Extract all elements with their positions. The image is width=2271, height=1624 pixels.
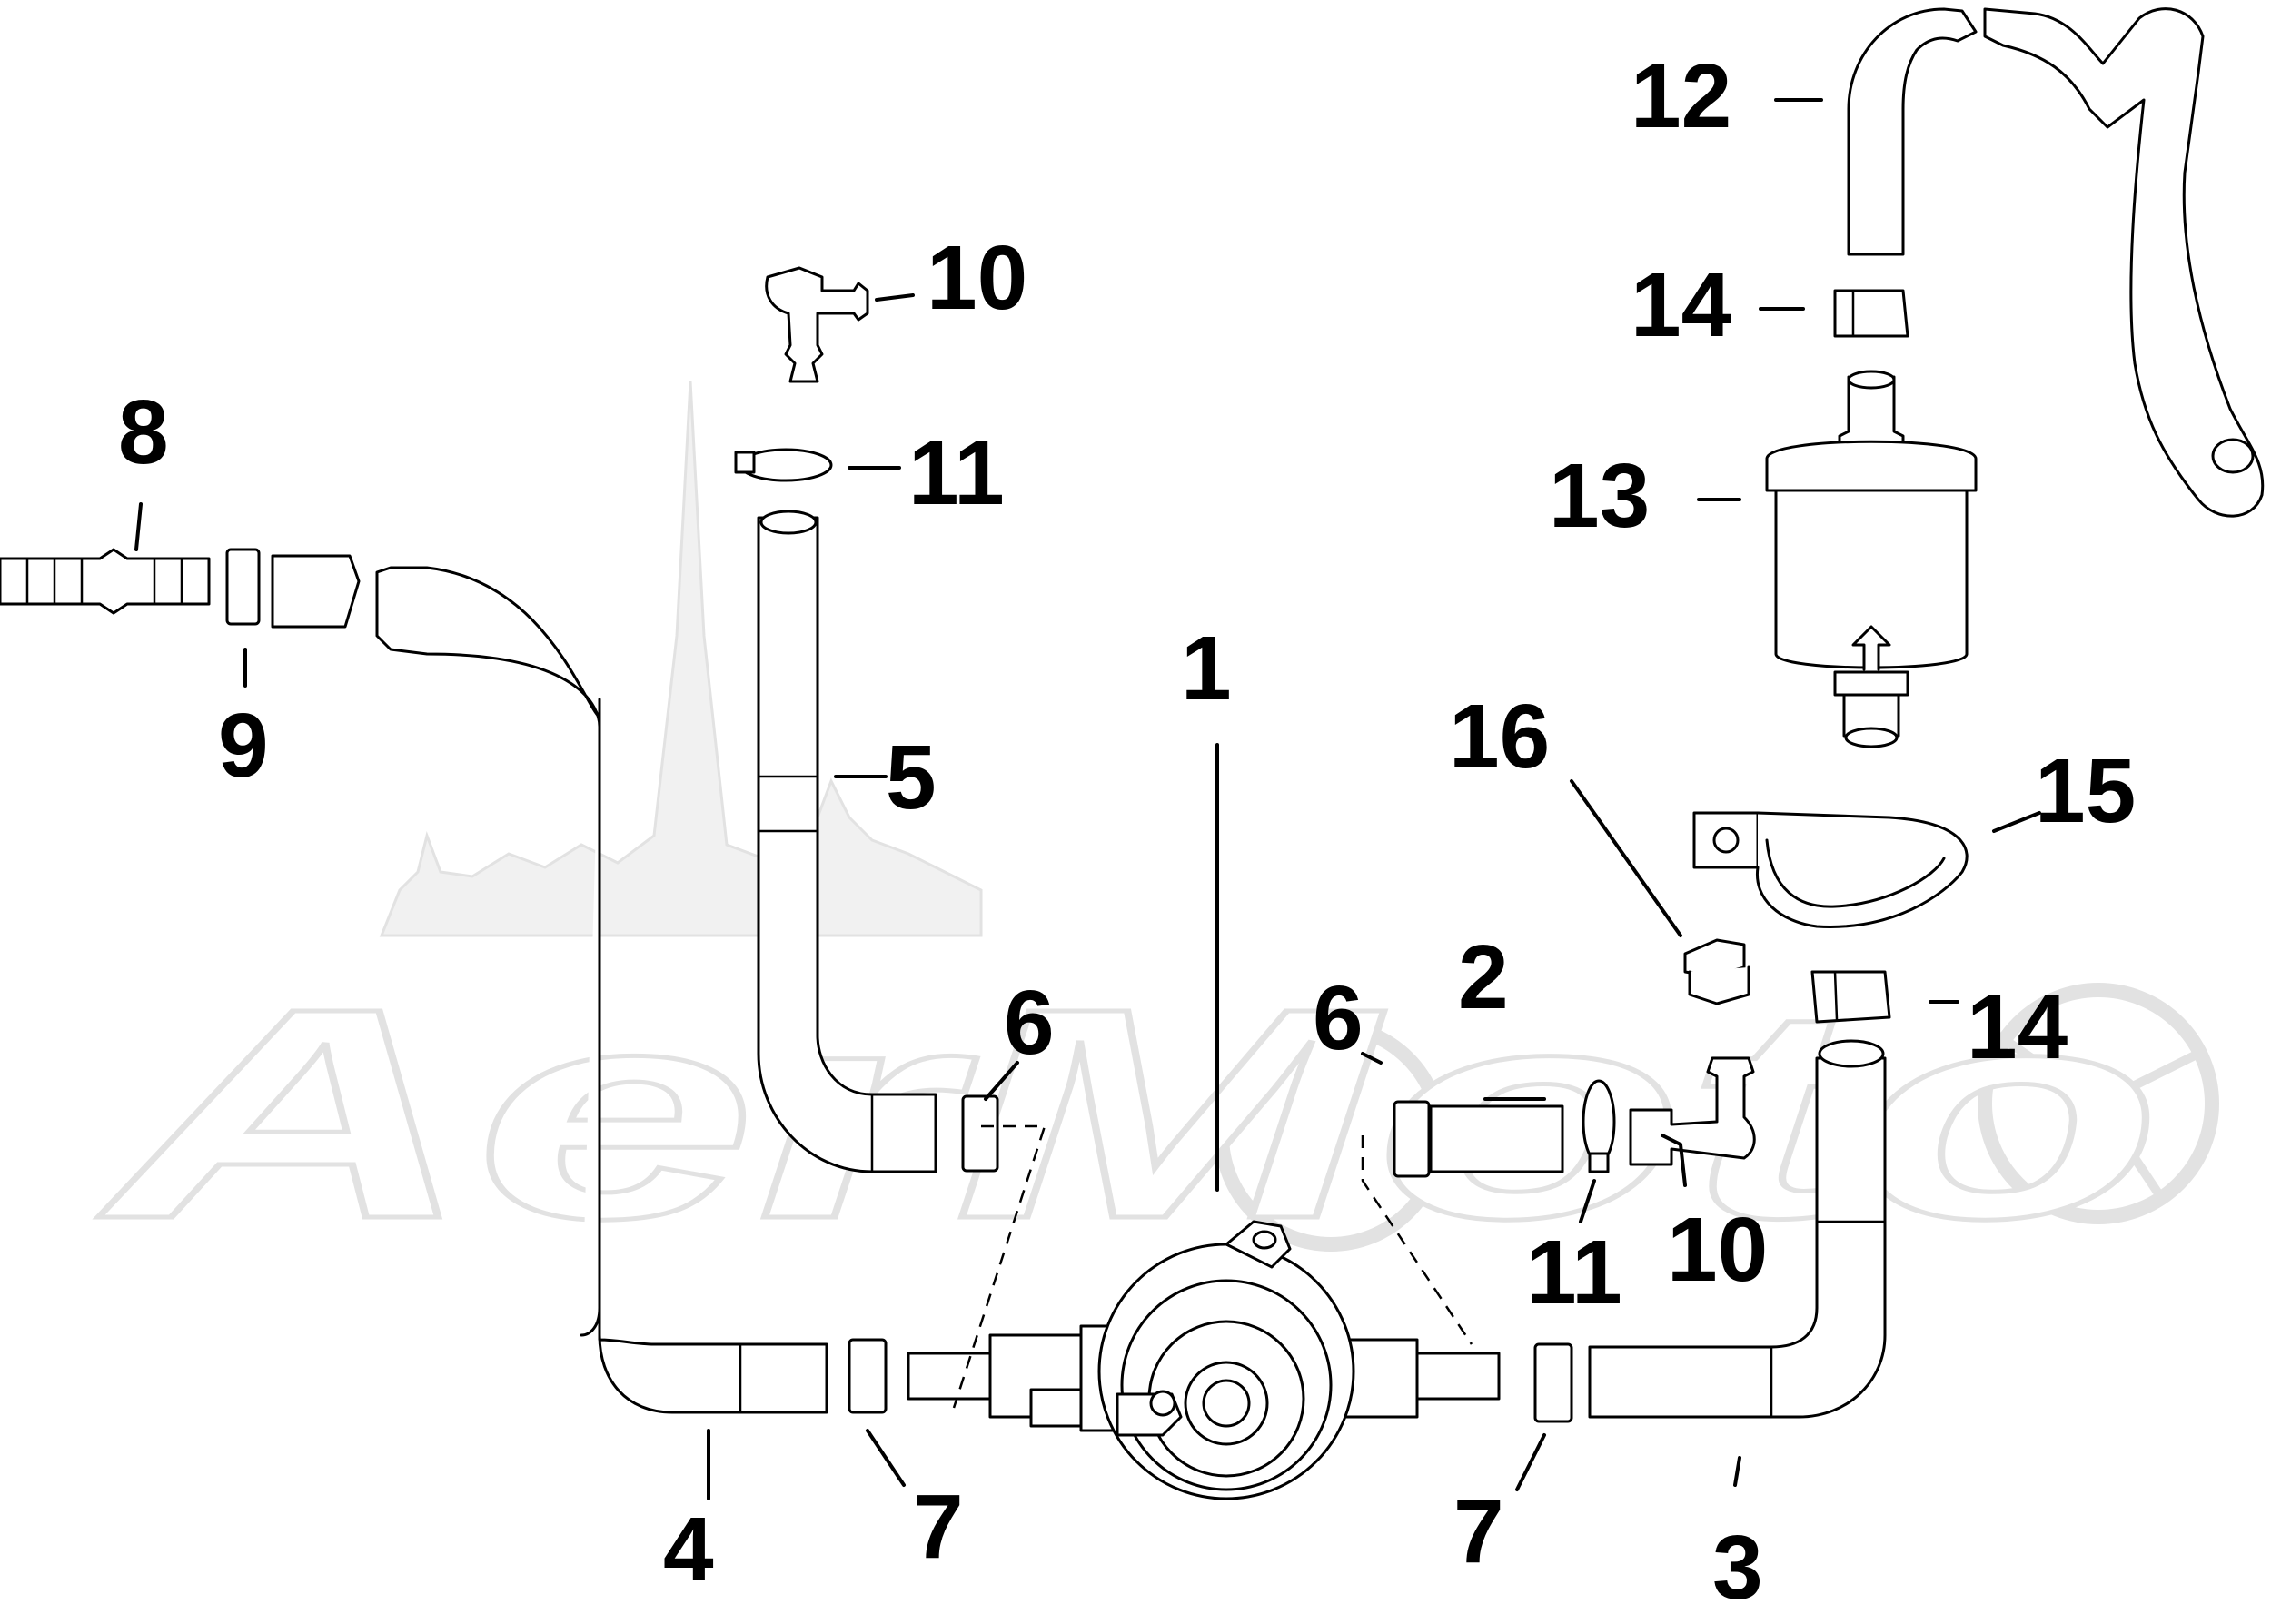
part-4-hose (271, 554, 828, 1414)
callout-13: 13 (1549, 445, 1650, 547)
part-16-bolt (1683, 938, 1750, 1005)
part-6a-clamp (961, 1094, 999, 1173)
callout-labels: 1 2 3 4 5 6 6 7 7 8 9 10 10 11 11 12 13 … (118, 45, 2136, 1619)
part-12-hose (1847, 7, 2265, 518)
callout-11a: 11 (908, 422, 1005, 524)
part-9-clamp (225, 548, 261, 626)
callout-10a: 10 (927, 227, 1027, 329)
part-5-hose (757, 510, 937, 1173)
callout-3: 3 (1712, 1517, 1763, 1619)
callout-2: 2 (1458, 926, 1509, 1028)
callout-5: 5 (886, 727, 937, 828)
part-14a-clamp (1833, 289, 1909, 338)
part-14b-clamp (1810, 970, 1891, 1024)
callout-9: 9 (218, 695, 269, 797)
callout-6b: 6 (1313, 967, 1364, 1069)
alignment-dashes (952, 1124, 1473, 1409)
callout-11b: 11 (1526, 1222, 1622, 1323)
callout-6a: 6 (1004, 972, 1055, 1074)
callout-1: 1 (1181, 618, 1232, 719)
callout-4: 4 (663, 1499, 714, 1600)
part-11a-snap-ring (734, 448, 833, 482)
part-1-fuel-pump (907, 1220, 1501, 1500)
part-7a-clamp (848, 1338, 888, 1414)
part-8-hose-barb (0, 548, 211, 615)
callout-8: 8 (118, 381, 169, 483)
part-6b-clamp (1393, 1100, 1431, 1178)
leader-lines (134, 98, 2041, 1500)
callout-14b: 14 (1967, 976, 2068, 1078)
part-11b-snap-ring (1582, 1079, 1616, 1173)
callout-10b: 10 (1667, 1199, 1768, 1301)
part-10a-elbow-fitting (765, 266, 869, 383)
callout-14a: 14 (1631, 254, 1732, 356)
callout-7a: 7 (913, 1476, 964, 1578)
part-15-bracket (1692, 811, 1969, 928)
callout-16: 16 (1449, 686, 1550, 787)
callout-7b: 7 (1453, 1480, 1504, 1582)
part-10b-elbow-fitting (1629, 1056, 1756, 1166)
part-7b-clamp (1533, 1342, 1573, 1423)
callout-12: 12 (1631, 45, 1731, 147)
callout-15: 15 (2035, 740, 2136, 842)
part-13-fuel-filter (1765, 370, 1978, 748)
watermark-skyline-icon (379, 381, 983, 937)
part-3-hose (1588, 1039, 1887, 1419)
part-2-short-hose (1429, 1104, 1564, 1173)
